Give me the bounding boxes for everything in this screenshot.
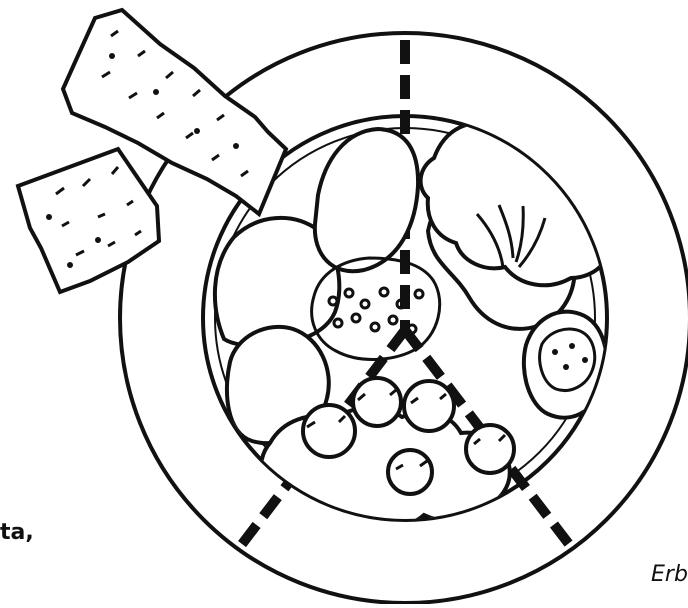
label-left-fragment: ta, — [0, 522, 34, 544]
label-right-fragment: Erb — [651, 564, 688, 586]
